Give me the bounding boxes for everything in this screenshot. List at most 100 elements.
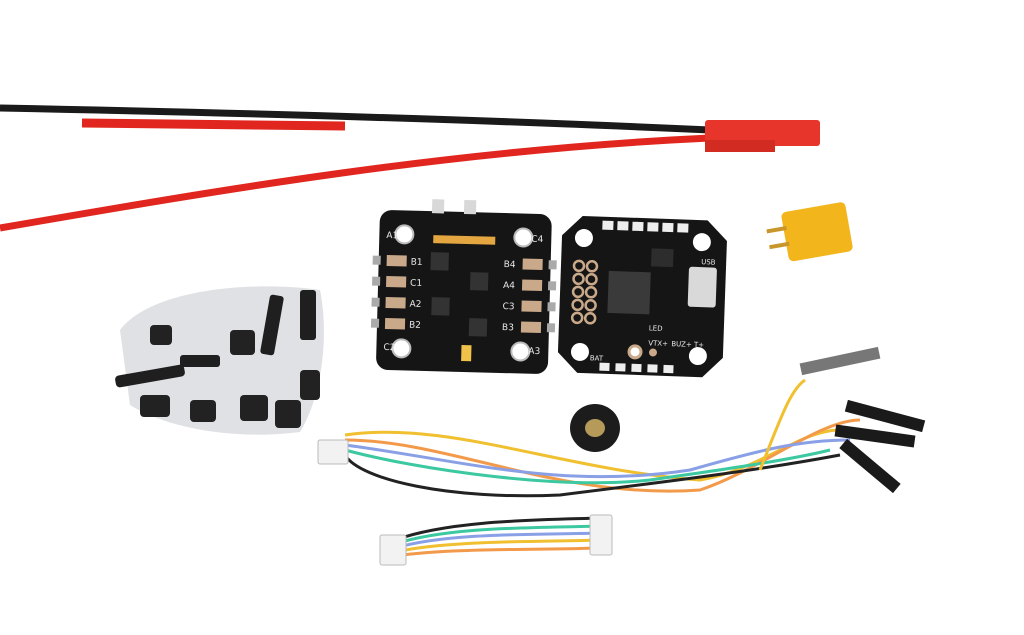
motor-pad: [522, 258, 543, 271]
esc-label: A3: [528, 347, 540, 357]
motor-pad: [520, 321, 542, 334]
screw: [115, 364, 185, 388]
fc-label-buzzer: BUZ+ T+: [671, 340, 704, 349]
esc-label: C3: [502, 302, 514, 312]
esc-label: C4: [531, 235, 544, 245]
jst-connector: [705, 120, 820, 146]
bottom-pad: [663, 364, 674, 374]
xt30-pin: [769, 241, 790, 250]
motor-tab: [370, 318, 380, 328]
black-wire: [343, 453, 841, 498]
signal-cable: [317, 346, 926, 498]
buzzer-label: [585, 419, 605, 437]
capacitor-strip: [433, 235, 496, 245]
gyro-chip: [651, 248, 674, 268]
mcu-chip: [607, 270, 651, 315]
motor-pad: [386, 254, 407, 267]
mount-hole: [394, 224, 415, 245]
bottom-pad: [615, 363, 626, 372]
mount-hole: [391, 338, 412, 359]
standoff: [240, 395, 268, 421]
jst-sh-connector: [317, 439, 349, 465]
dupont-connector: [839, 438, 901, 494]
power-lead: [0, 104, 820, 232]
motor-pad: [521, 300, 542, 313]
flight-controller-board: USB BUZ+ T+ LED VTX+ BAT: [557, 215, 727, 378]
motor-tab: [372, 276, 381, 286]
esc-label: A1: [386, 231, 398, 241]
black-wire: [0, 104, 711, 134]
led-pad: [617, 221, 629, 231]
motor-pad: [385, 296, 406, 309]
yellow-wire: [394, 538, 601, 554]
fc-label-bat: BAT: [590, 354, 604, 362]
led-pad: [632, 221, 644, 232]
led-pad: [647, 222, 659, 232]
mosfet-chip: [430, 252, 449, 271]
dupont-connector: [844, 399, 926, 433]
esc-label: A2: [409, 300, 421, 310]
header-pad: [572, 272, 585, 286]
esc-label: B2: [409, 321, 421, 331]
jst-connector-body: [705, 140, 775, 152]
esc-pcb: [376, 210, 552, 374]
orange-wire: [344, 418, 861, 493]
hardware-bag: [115, 286, 324, 435]
mount-hole: [692, 233, 711, 252]
motor-tab: [548, 260, 557, 270]
xt30-connector: [766, 202, 853, 262]
jst-sh-connector: [589, 514, 613, 556]
header-pad: [571, 298, 584, 312]
mount-hole: [513, 227, 534, 248]
screw: [300, 290, 316, 340]
esc-label: A4: [503, 281, 515, 291]
standoff: [300, 370, 320, 400]
jst-sh-connector: [379, 534, 407, 566]
mount-hole: [570, 342, 589, 361]
header-pad: [585, 260, 599, 273]
standoff: [275, 400, 301, 428]
bat-pad: [627, 344, 643, 360]
usb-port: [687, 266, 717, 308]
esc-label: C2: [383, 343, 395, 353]
screw: [180, 355, 220, 367]
motor-pad: [386, 275, 407, 288]
header-pad: [585, 273, 598, 286]
esc-label: B1: [411, 258, 423, 268]
heatshrink-lead: [799, 346, 881, 376]
motor-pad: [521, 279, 543, 292]
header-pad: [583, 312, 597, 325]
esc-board: A1 B1 C1 A2 B2 C2 C4 B4 A4 C3 B3 A3: [370, 199, 557, 374]
bottom-pad: [599, 362, 610, 371]
screw: [260, 294, 284, 356]
yellow-wire-lead: [758, 378, 806, 471]
green-wire: [394, 524, 601, 546]
green-wire: [344, 448, 831, 485]
motor-tab: [546, 323, 556, 333]
motor-tab: [547, 281, 557, 291]
header-pad: [572, 259, 586, 273]
blue-wire: [344, 438, 851, 479]
standoff: [150, 325, 172, 345]
mosfet-chip: [469, 272, 489, 291]
orange-wire: [394, 546, 601, 558]
esc-label: B4: [503, 260, 515, 270]
short-cable: [379, 514, 613, 566]
xt30-pin: [766, 226, 787, 234]
mount-hole: [510, 341, 531, 362]
motor-pad: [384, 317, 406, 330]
power-pad-plus: [431, 199, 445, 214]
buzzer: [570, 404, 620, 452]
fc-label-usb: USB: [701, 258, 716, 267]
mosfet-chip: [468, 318, 488, 337]
vtx-pad: [649, 348, 658, 357]
dupont-connector: [834, 424, 916, 448]
mount-hole: [688, 347, 707, 366]
fc-label-led: LED: [649, 324, 663, 332]
led-pad: [662, 222, 674, 233]
led-pad: [677, 223, 689, 233]
bottom-pad: [631, 363, 642, 373]
led-pad: [602, 220, 614, 231]
header-pad: [571, 285, 585, 299]
